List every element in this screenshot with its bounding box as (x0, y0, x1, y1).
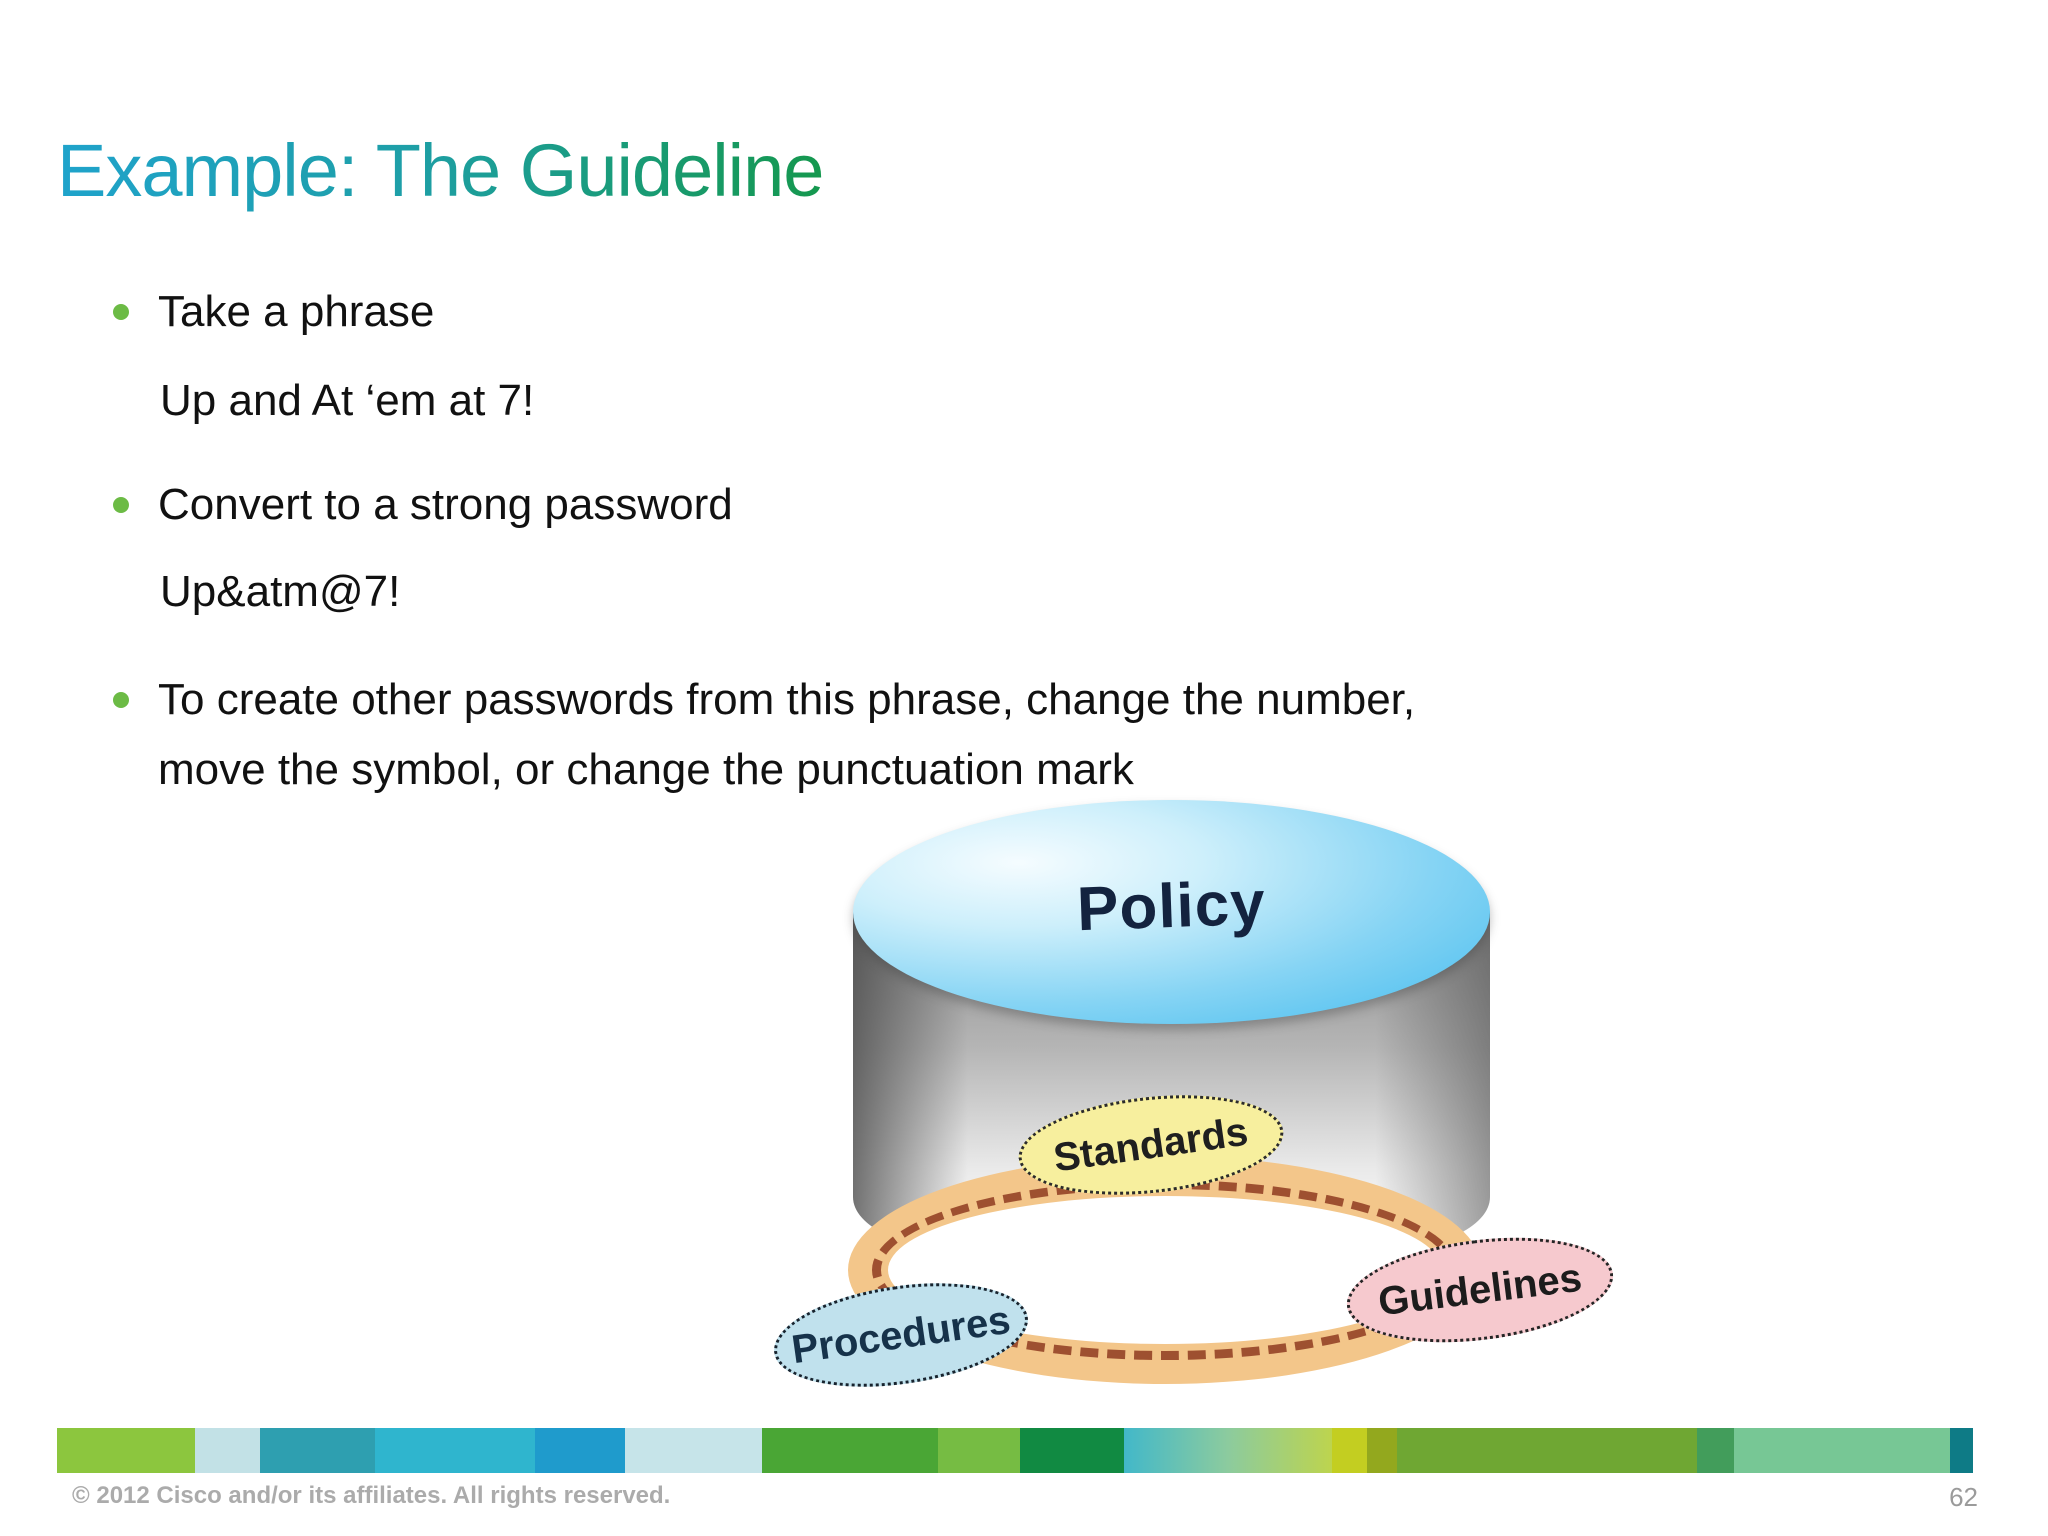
guidelines-ellipse: Guidelines (1340, 1224, 1620, 1356)
strip-segment (762, 1428, 938, 1473)
strip-segment (1367, 1428, 1397, 1473)
bullet-text: Convert to a strong password (158, 480, 733, 529)
policy-label: Policy (1076, 868, 1267, 944)
strip-segment (1020, 1428, 1124, 1473)
bullet-text: Take a phrase (158, 287, 435, 336)
page-title: Example: The Guideline (57, 128, 824, 212)
bullet-dot-icon (113, 304, 129, 320)
policy-cylinder-top: Policy (853, 800, 1490, 1024)
strip-segment (1950, 1428, 1973, 1473)
strip-segment (375, 1428, 535, 1473)
procedures-label: Procedures (788, 1297, 1013, 1372)
policy-cylinder-body (853, 912, 1490, 1252)
strip-segment (938, 1428, 1020, 1473)
procedures-ellipse: Procedures (767, 1268, 1035, 1402)
dashed-ring-dashes (872, 1180, 1458, 1360)
bullet-subtext-password-example: Up&atm@7! (160, 567, 401, 616)
bullet-dot-icon (113, 497, 129, 513)
guidelines-label: Guidelines (1375, 1255, 1585, 1324)
strip-segment (1734, 1428, 1950, 1473)
bullet-text: To create other passwords from this phra… (158, 675, 1416, 794)
strip-segment (260, 1428, 375, 1473)
strip-segment (1397, 1428, 1697, 1473)
dashed-ring (848, 1156, 1482, 1384)
page-number: 62 (1949, 1482, 1978, 1512)
standards-ellipse: Standards (1013, 1083, 1289, 1207)
strip-segment (535, 1428, 625, 1473)
bullet-item-take-a-phrase: Take a phrase (113, 277, 434, 347)
bullet-subtext-phrase-example: Up and At ‘em at 7! (160, 376, 535, 425)
bullet-dot-icon (113, 692, 129, 708)
strip-segment (1332, 1428, 1367, 1473)
copyright-text: © 2012 Cisco and/or its affiliates. All … (72, 1482, 671, 1509)
strip-segment (1124, 1428, 1332, 1473)
strip-segment (57, 1428, 195, 1473)
standards-label: Standards (1051, 1109, 1251, 1180)
bullet-item-convert-password: Convert to a strong password (113, 470, 733, 540)
bullet-item-create-other-passwords: To create other passwords from this phra… (113, 665, 1478, 805)
strip-segment (195, 1428, 260, 1473)
strip-segment (625, 1428, 762, 1473)
bottom-color-strip (57, 1428, 1973, 1473)
strip-segment (1697, 1428, 1734, 1473)
